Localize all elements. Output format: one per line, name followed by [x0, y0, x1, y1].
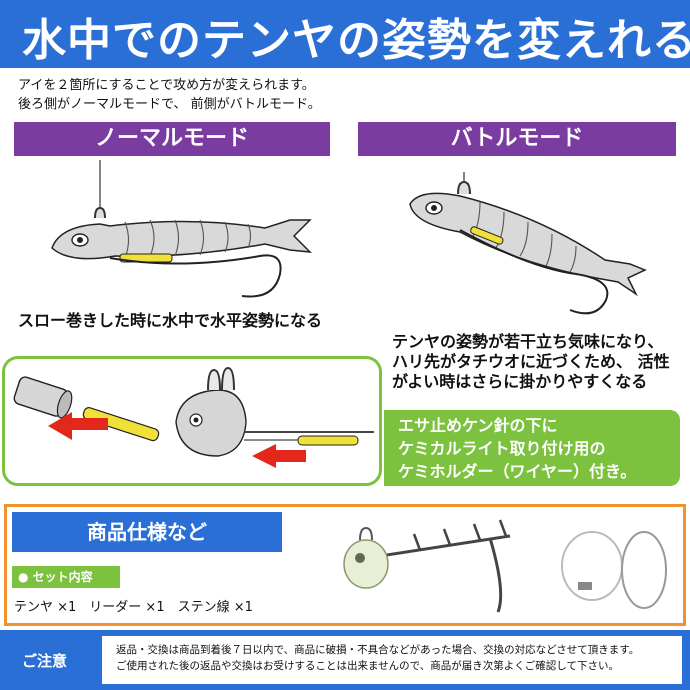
intro-text: アイを２箇所にすることで攻め方が変えられます。 後ろ側がノーマルモードで、 前側… — [18, 76, 321, 114]
page-title: 水中でのテンヤの姿勢を変えれる — [22, 15, 690, 66]
product-photo-leader — [561, 531, 667, 609]
notice-label: ご注意 — [22, 652, 68, 670]
set-contents-tag: ● セット内容 — [12, 566, 120, 588]
holder-note-line-3: ケミホルダー（ワイヤー）付き。 — [398, 462, 637, 481]
holder-note-line-1: エサ止めケン針の下に — [398, 416, 558, 435]
chem-holder-diagram — [13, 366, 374, 468]
battle-caption-line-1: テンヤの姿勢が若干立ち気味になり、 — [392, 332, 664, 351]
normal-mode-label: ノーマルモード — [14, 122, 330, 156]
notice-line-1: 返品・交換は商品到着後７日以内で、商品に破損・不具合などがあった場合、交換の対応… — [116, 644, 640, 656]
notice-line-2: ご使用された後の返品や交換はお受けすることは出来ませんので、商品が届き次第よくご… — [116, 660, 619, 672]
normal-mode-caption: スロー巻きした時に水中で水平姿勢になる — [18, 311, 323, 330]
battle-mode-caption: テンヤの姿勢が若干立ち気味になり、 ハリ先がタチウオに近づくため、 活性 がよい… — [392, 332, 670, 392]
battle-mode-label: バトルモード — [358, 122, 676, 156]
set-contents-list: テンヤ ×1 リーダー ×1 ステン線 ×1 — [14, 600, 253, 615]
normal-mode-jig-illustration — [51, 160, 313, 298]
battle-mode-jig-illustration — [409, 172, 647, 315]
intro-line-2: 後ろ側がノーマルモードで、 前側がバトルモード。 — [18, 97, 321, 112]
battle-caption-line-2: ハリ先がタチウオに近づくため、 活性 — [392, 352, 670, 371]
header-banner: 水中でのテンヤの姿勢を変えれる — [0, 0, 690, 68]
notice-text-box: 返品・交換は商品到着後７日以内で、商品に破損・不具合などがあった場合、交換の対応… — [102, 636, 682, 684]
chem-holder-note: エサ止めケン針の下に ケミカルライト取り付け用の ケミホルダー（ワイヤー）付き。 — [384, 410, 680, 486]
spec-heading: 商品仕様など — [12, 512, 282, 552]
product-photo-jig — [343, 519, 511, 613]
intro-line-1: アイを２箇所にすることで攻め方が変えられます。 — [18, 78, 315, 93]
holder-note-line-2: ケミカルライト取り付け用の — [398, 439, 606, 458]
battle-caption-line-3: がよい時はさらに掛かりやすくなる — [392, 372, 648, 391]
